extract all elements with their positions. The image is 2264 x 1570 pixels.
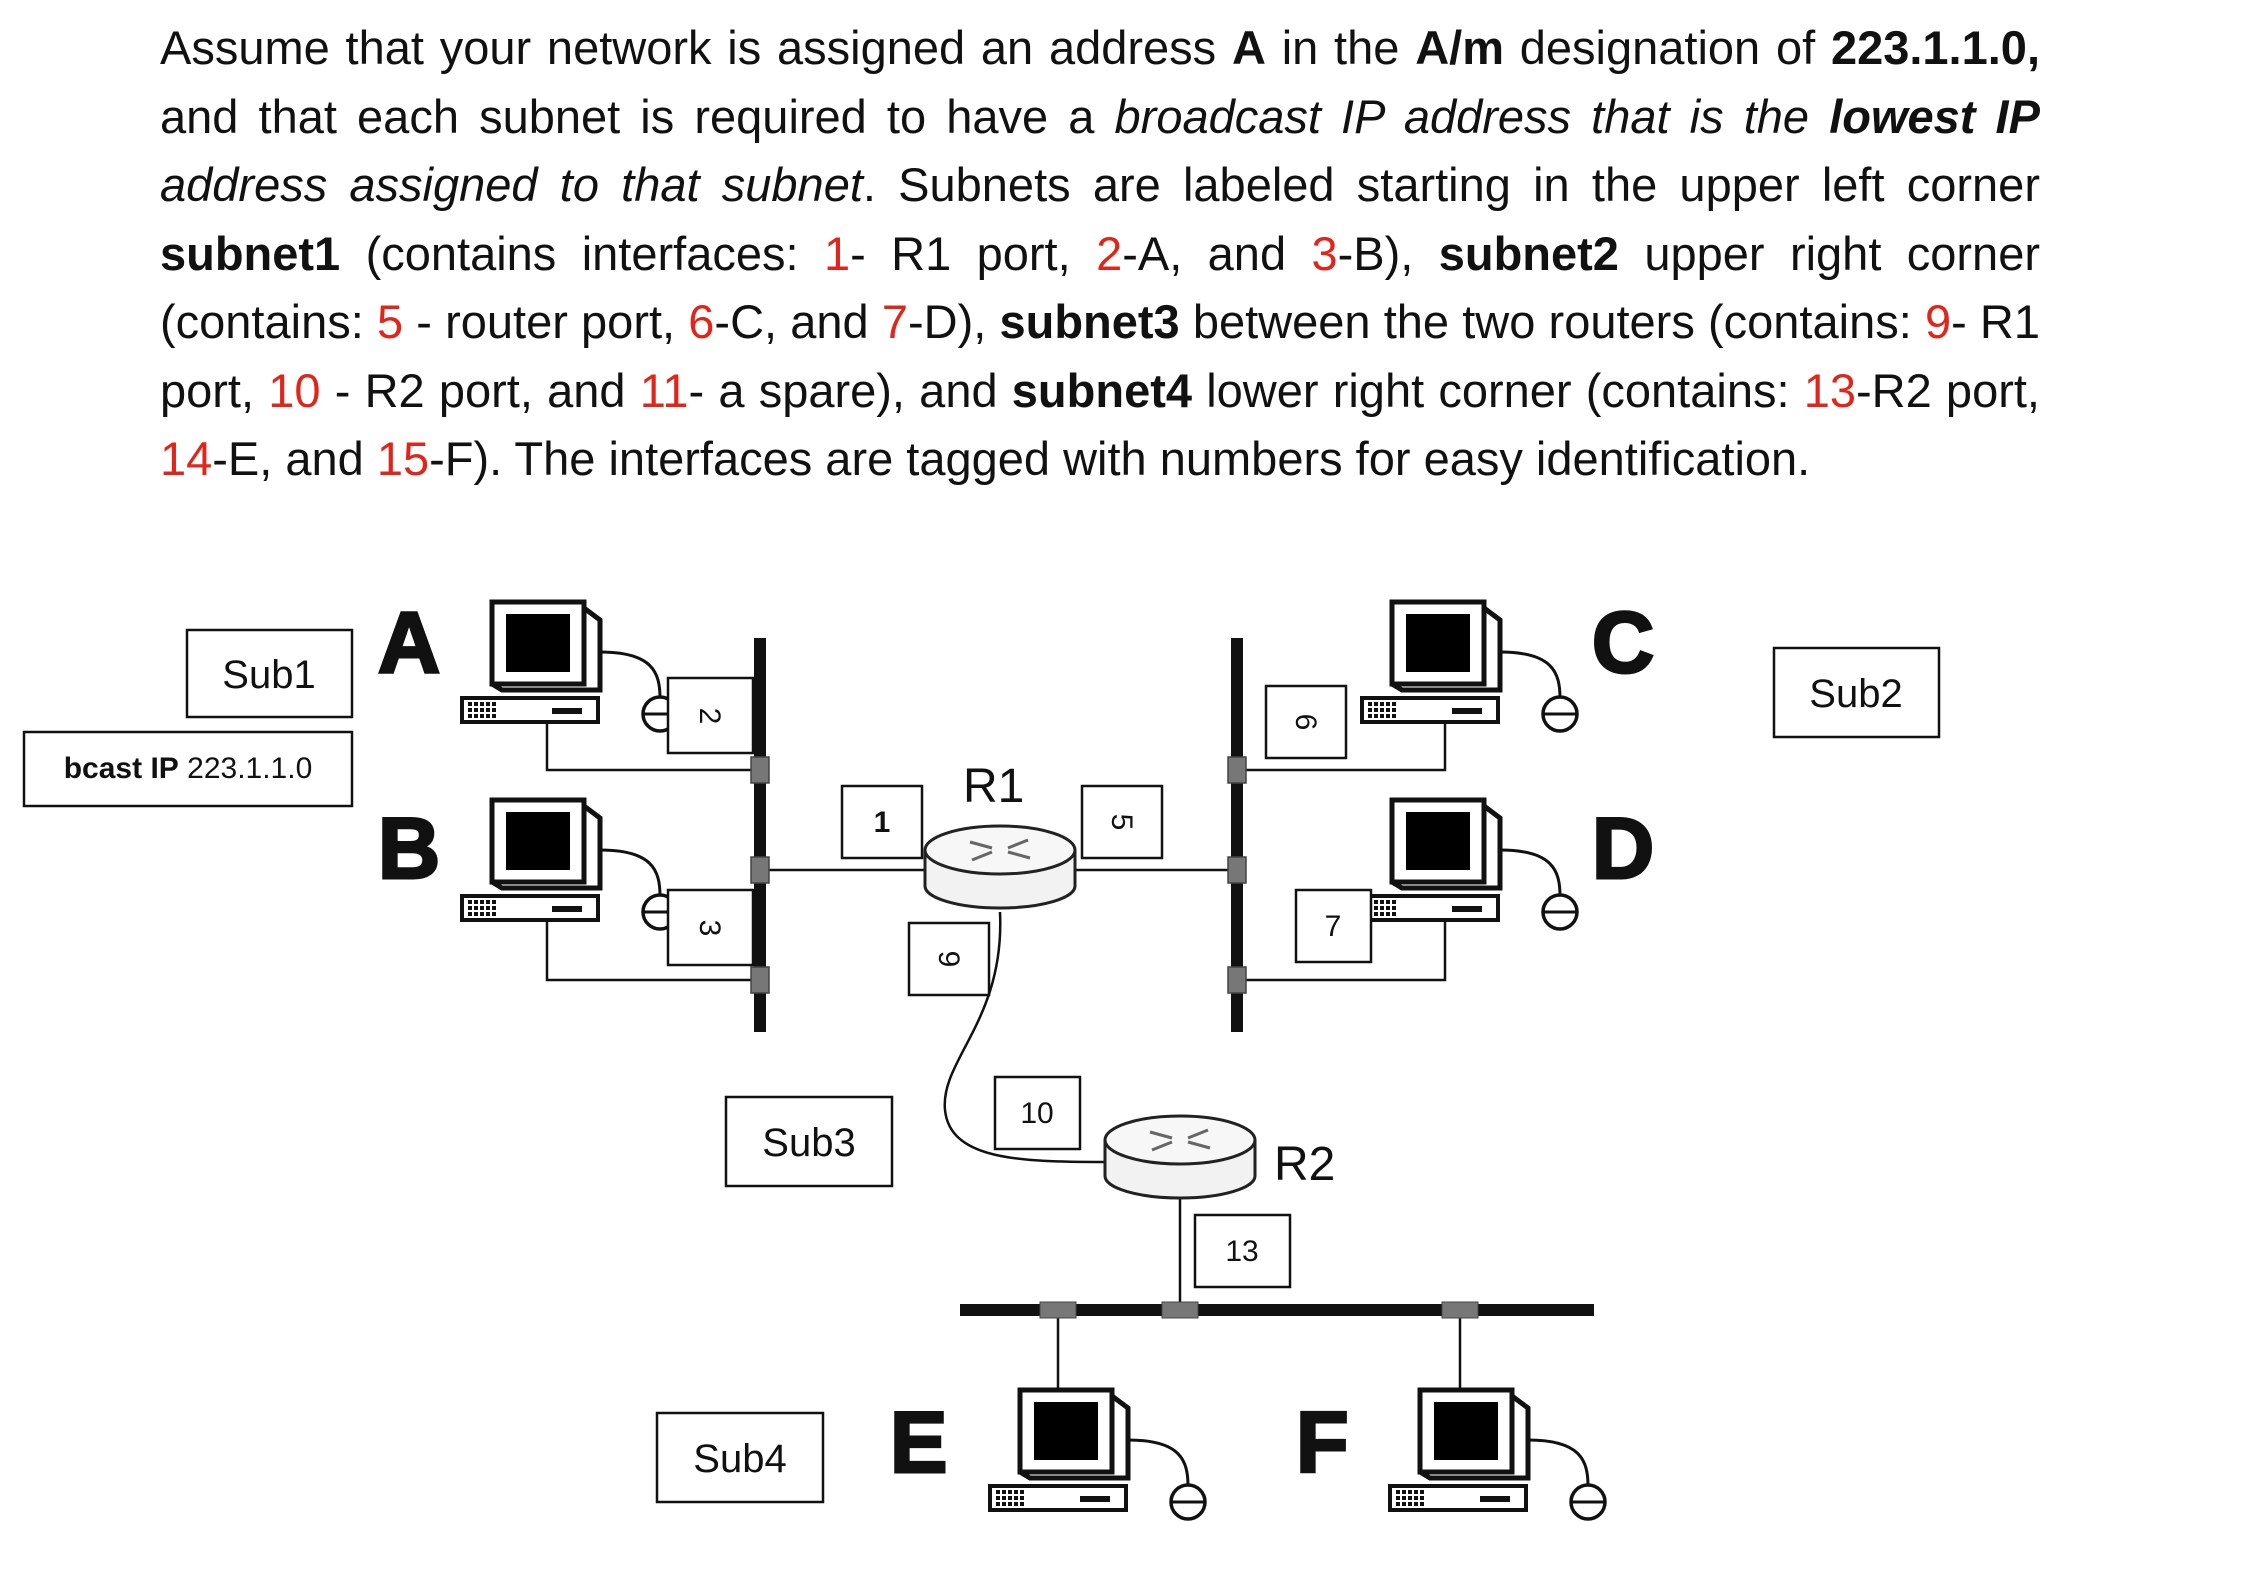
problem-text-run: upper right corner (contains: [160, 226, 2040, 349]
router-r2-icon [1103, 1114, 1257, 1200]
problem-text-run: 14 [160, 432, 213, 485]
sub4-box [655, 1411, 825, 1504]
sub1-label: Sub1 [222, 653, 315, 697]
problem-text-run: -F). The interfaces are tagged with numb… [429, 432, 1811, 485]
problem-text-run: -B), [1337, 226, 1439, 280]
tag-7: 7 [1325, 910, 1342, 943]
problem-text-run: - R1 port, [850, 226, 1097, 280]
tag-9: 9 [932, 951, 965, 968]
host-d-computer-icon [1362, 800, 1577, 929]
problem-text-run: -C, and [714, 295, 882, 348]
router-r1-icon [923, 824, 1077, 910]
problem-text-run: and that each subnet is required to have… [160, 89, 1115, 143]
host-label-d: D [1592, 801, 1654, 897]
problem-text-run: designation of [1503, 21, 1831, 74]
tee-connector [750, 756, 770, 784]
tag-13-box [1193, 1213, 1292, 1289]
problem-text-run: -E, and [212, 432, 377, 485]
problem-text-run: in the [1265, 21, 1416, 74]
problem-text-run: broadcast IP address that is the [1114, 89, 1830, 143]
tee-connector [1227, 756, 1247, 784]
problem-text-run: - R1 port, [160, 295, 2040, 417]
tag-6-box [1264, 684, 1348, 760]
host-label-e: E [890, 1395, 947, 1491]
sub2-box [1772, 646, 1941, 739]
problem-text-run: 223.1.1.0, [1830, 21, 2041, 74]
problem-text-run: A/m [1415, 21, 1504, 74]
host-label-b: B [378, 801, 440, 897]
problem-text-run: 13 [1803, 363, 1856, 417]
tee-connector [1227, 856, 1247, 884]
problem-text-run: - a spare), and [688, 363, 1012, 417]
tag-13: 13 [1225, 1235, 1258, 1268]
tee-connector [1227, 966, 1247, 994]
problem-text-run: subnet3 [999, 295, 1180, 348]
host-e-computer-icon [990, 1390, 1205, 1519]
tee-connector [750, 856, 770, 884]
sub3-box [724, 1095, 894, 1188]
problem-text-run: address assigned to that subnet [160, 158, 863, 211]
problem-text-run: Assume that your network is assigned an … [160, 21, 1232, 74]
problem-text-run: 15 [376, 432, 430, 485]
problem-text-run: -D), [907, 295, 1000, 348]
host-f-computer-icon [1390, 1390, 1605, 1519]
router-label-r2: R2 [1274, 1138, 1335, 1191]
problem-text-run: 5 [376, 295, 404, 348]
bcast-label: bcast IP 223.1.1.0 [64, 752, 313, 785]
problem-text-run: 10 [268, 363, 321, 417]
problem-statement: Assume that your network is assigned an … [160, 14, 2040, 494]
problem-text-run: lowest IP [1829, 89, 2040, 143]
host-c-computer-icon [1362, 602, 1577, 731]
bcast-box [22, 730, 354, 808]
problem-text-run: A [1231, 21, 1266, 74]
host-label-c: C [1592, 595, 1654, 691]
tag-3-box [666, 888, 755, 967]
tag-6: 6 [1289, 714, 1322, 731]
sub4-label: Sub4 [693, 1437, 786, 1481]
tag-2-box [666, 676, 755, 755]
problem-text-run: 6 [688, 295, 715, 348]
problem-text-run: . Subnets are labeled starting in the up… [862, 158, 2040, 211]
problem-text-run: 3 [1311, 226, 1338, 280]
tag-3: 3 [693, 920, 726, 937]
tag-9-box [907, 921, 991, 997]
sub3-label: Sub3 [762, 1121, 855, 1165]
router-label-r1: R1 [963, 760, 1024, 813]
tag-5-box [1080, 784, 1164, 860]
host-label-a: A [378, 595, 440, 691]
problem-text-run: subnet1 [160, 226, 341, 280]
tag-10-box [993, 1075, 1082, 1151]
tag-7-box [1294, 888, 1373, 964]
host-a-computer-icon [462, 602, 677, 731]
problem-text-run: subnet2 [1438, 226, 1619, 280]
problem-text-run: (contains interfaces: [340, 226, 824, 280]
problem-text-run: - router port, [403, 295, 689, 348]
problem-text-run: -R2 port, [1856, 363, 2040, 417]
problem-text-run: 7 [881, 295, 908, 348]
problem-text-run: - R2 port, and [320, 363, 640, 417]
problem-text-run: lower right corner (contains: [1192, 363, 1804, 417]
tag-5: 5 [1105, 814, 1138, 831]
problem-text-run: 2 [1096, 226, 1123, 280]
tag-10: 10 [1020, 1097, 1053, 1130]
problem-text-run: 11 [639, 363, 689, 417]
problem-text-run: -A, and [1122, 226, 1312, 280]
tag-2: 2 [693, 708, 726, 725]
tag-1-box [840, 784, 924, 860]
tag-1: 1 [874, 806, 891, 839]
problem-text-run: subnet4 [1011, 363, 1192, 417]
problem-text-run: 1 [823, 226, 851, 280]
sub2-label: Sub2 [1809, 672, 1902, 716]
sub1-box [185, 628, 354, 719]
host-label-f: F [1296, 1395, 1349, 1491]
problem-text-run: 9 [1924, 295, 1952, 348]
tee-connector [750, 966, 770, 994]
problem-text-run: between the two routers (contains: [1179, 295, 1925, 348]
host-b-computer-icon [462, 800, 677, 929]
